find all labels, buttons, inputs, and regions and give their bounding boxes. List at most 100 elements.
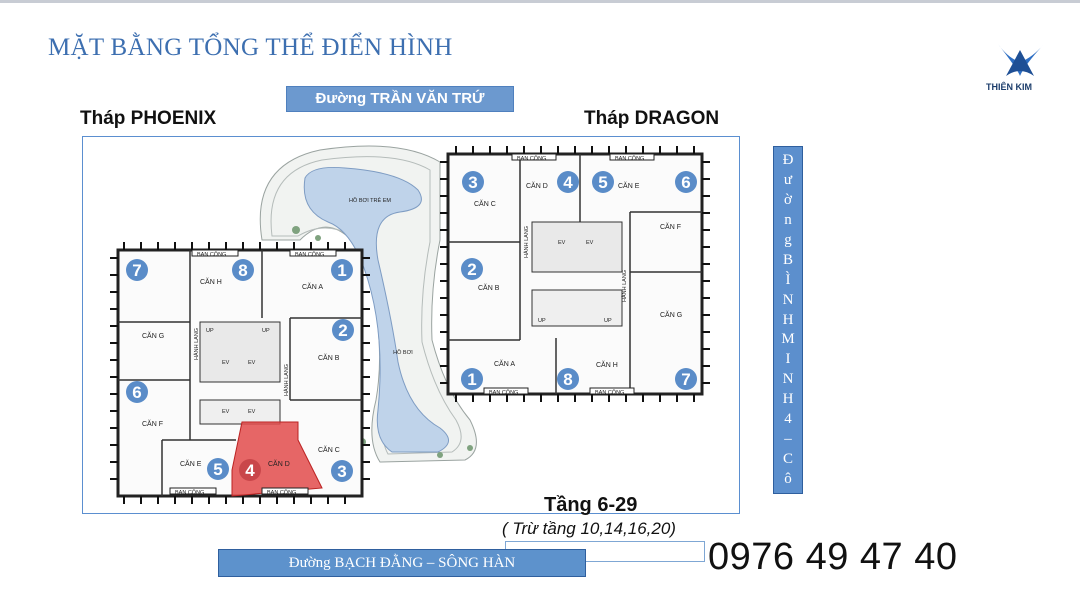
phoenix-ev-1: EV: [222, 360, 230, 366]
svg-text:3: 3: [337, 462, 346, 481]
svg-text:CĂN F: CĂN F: [142, 419, 163, 428]
street-top-label: Đường TRẦN VĂN TRỨ: [286, 86, 514, 112]
dragon-ev-2: EV: [586, 240, 594, 246]
svg-text:CĂN A: CĂN A: [494, 359, 515, 368]
side-street-char: I: [785, 351, 791, 368]
svg-text:CĂN G: CĂN G: [660, 310, 682, 319]
side-street-char: N: [782, 291, 794, 308]
side-street-char: ư: [783, 171, 793, 188]
dragon-corridor-1: HÀNH LANG: [523, 226, 530, 258]
kids-pool-label: HỒ BƠI TRẺ EM: [349, 197, 391, 204]
phoenix-unit-8: CĂN H 8: [200, 259, 254, 286]
svg-text:7: 7: [132, 261, 141, 280]
side-street-char: M: [781, 331, 795, 348]
phone-number: 0976 49 47 40: [708, 536, 958, 578]
phoenix-up-1: UP: [206, 328, 214, 334]
logo-text: THIÊN KIM: [986, 82, 1032, 92]
floor-plan-frame: [82, 136, 740, 514]
phoenix-unit-2: CĂN B2: [318, 319, 354, 362]
svg-text:CĂN C: CĂN C: [318, 445, 340, 454]
svg-text:1: 1: [337, 261, 346, 280]
svg-text:CĂN H: CĂN H: [200, 277, 222, 286]
svg-text:3: 3: [468, 173, 477, 192]
phoenix-unit-3: CĂN C 3: [318, 445, 353, 482]
tower-phoenix-label: Tháp PHOENIX: [80, 108, 217, 129]
dragon-unit-2: CĂN B2: [461, 258, 500, 292]
svg-text:CĂN B: CĂN B: [478, 283, 500, 292]
side-street-char: N: [782, 371, 794, 388]
svg-text:1: 1: [467, 370, 476, 389]
svg-text:2: 2: [467, 260, 476, 279]
phoenix-unit-1: CĂN A 1: [302, 259, 353, 291]
side-street-char: n: [784, 211, 792, 228]
wall-ticks: [110, 146, 710, 504]
svg-text:5: 5: [598, 173, 607, 192]
svg-text:2: 2: [338, 321, 347, 340]
thien-kim-logo-icon: [998, 44, 1044, 76]
pool: [303, 167, 449, 453]
dragon-unit-3: CĂN C 3: [462, 171, 496, 208]
side-street-char: B: [782, 251, 793, 268]
dragon-balcony-bottom-1: BAN CÔNG: [489, 389, 518, 396]
phoenix-corridor-1: HÀNH LANG: [193, 328, 200, 360]
svg-text:4: 4: [245, 461, 255, 480]
side-street-char: g: [784, 231, 792, 248]
side-street-char: H: [782, 391, 794, 408]
svg-text:6: 6: [132, 383, 141, 402]
svg-text:CĂN A: CĂN A: [302, 282, 323, 291]
dragon-unit-6: CĂN F 6: [660, 171, 697, 231]
svg-text:CĂN C: CĂN C: [474, 199, 496, 208]
phoenix-corridor-2: HÀNH LANG: [283, 364, 290, 396]
svg-text:CĂN D: CĂN D: [268, 459, 290, 468]
side-street-char: –: [784, 431, 792, 448]
svg-text:CĂN F: CĂN F: [660, 222, 681, 231]
svg-text:5: 5: [213, 460, 222, 479]
svg-text:CĂN G: CĂN G: [142, 331, 164, 340]
street-bottom-label: Đường BẠCH ĐẰNG – SÔNG HÀN: [218, 549, 586, 577]
dragon-balcony-bottom-2: BAN CÔNG: [595, 389, 624, 396]
svg-text:CĂN H: CĂN H: [596, 360, 618, 369]
phoenix-ev-3: EV: [222, 409, 230, 415]
svg-text:8: 8: [238, 261, 247, 280]
phoenix-ev-2: EV: [248, 360, 256, 366]
tower-dragon-label: Tháp DRAGON: [584, 108, 720, 129]
dragon-up-1: UP: [538, 318, 546, 324]
phoenix-unit-6: CĂN F 6: [126, 381, 163, 428]
side-street-char: Ì: [785, 271, 791, 288]
top-border: [0, 0, 1080, 3]
phoenix-up-2: UP: [262, 328, 270, 334]
dragon-ev-1: EV: [558, 240, 566, 246]
phoenix-tower: EV EV EV EV UP UP HÀNH LANG HÀNH LANG BA…: [116, 248, 364, 498]
phoenix-balcony-bottom-2: BAN CÔNG: [267, 489, 296, 496]
phoenix-balcony-top-1: BAN CÔNG: [197, 251, 226, 258]
dragon-corridor-2: HÀNH LANG: [621, 270, 628, 302]
svg-text:4: 4: [563, 173, 573, 192]
side-street-char: 4: [784, 411, 792, 428]
phoenix-balcony-bottom-1: BAN CÔNG: [175, 489, 204, 496]
floor-exclusion-note: ( Trừ tầng 10,14,16,20): [502, 519, 676, 538]
pool-label: HỒ BƠI: [393, 349, 413, 356]
phoenix-unit-4: CĂN D 4: [239, 459, 290, 481]
phoenix-unit-5: CĂN E 5: [180, 458, 229, 480]
dragon-unit-7: CĂN G7: [660, 310, 697, 390]
svg-text:CĂN D: CĂN D: [526, 181, 548, 190]
phoenix-ev-4: EV: [248, 409, 256, 415]
dragon-balcony-top-2: BAN CÔNG: [615, 155, 644, 162]
side-street-char: ờ: [784, 191, 792, 208]
phoenix-balcony-top-2: BAN CÔNG: [295, 251, 324, 258]
dragon-up-2: UP: [604, 318, 612, 324]
phoenix-unit-7: CĂN G 7: [126, 259, 164, 340]
svg-text:CĂN E: CĂN E: [180, 459, 202, 468]
svg-text:8: 8: [563, 370, 572, 389]
side-street-char: C: [782, 451, 793, 468]
side-street-char: ô: [784, 471, 792, 487]
floor-range-label: Tầng 6-29: [544, 494, 638, 516]
side-street-char: Đ: [782, 152, 794, 168]
dragon-unit-4: CĂN D 4: [526, 171, 579, 193]
svg-text:6: 6: [681, 173, 690, 192]
dragon-tower: EV EV UP UP HÀNH LANG HÀNH LANG BAN CÔNG…: [446, 152, 704, 396]
dragon-unit-8: CĂN H 8: [557, 360, 618, 390]
